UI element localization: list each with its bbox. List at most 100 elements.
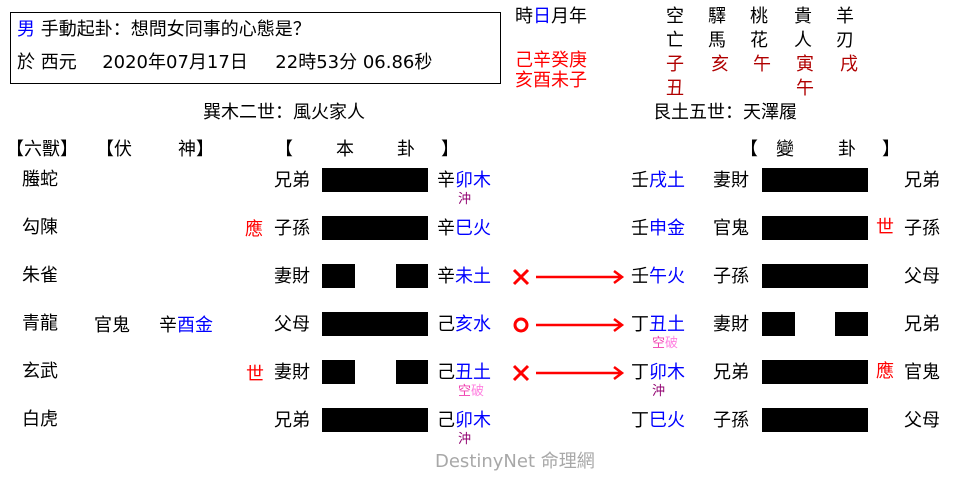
moving-yin-cross-arrow-icon: [512, 364, 625, 382]
branch: 申金: [649, 218, 685, 239]
question: 手動起卦：想問女同事的心態是？: [40, 19, 311, 40]
branch: 巳火: [455, 218, 491, 239]
time: 22時53分 06.86秒: [275, 52, 433, 73]
branch: 午火: [649, 266, 685, 287]
changed-najia-row-1: 壬戌土: [631, 172, 685, 190]
yang-line-changed-row-1: [762, 168, 868, 192]
header-biangua-close-mid2: 卦: [838, 139, 856, 160]
beast-row-4: 青龍: [22, 313, 58, 334]
gong-relation-row-2: 子孫: [904, 218, 940, 239]
yang-line-row-6: [322, 408, 428, 432]
changed-najia-row-4: 丁丑土: [631, 316, 685, 334]
changed-relation-row-6: 子孫: [713, 410, 749, 431]
shensha-yangren-title-bottom: 刃: [836, 30, 854, 51]
beast-row-5: 玄武: [22, 361, 58, 382]
gong-relation-row-5: 官鬼: [904, 362, 940, 383]
pillar-day: 日: [533, 6, 551, 27]
pillar-branches: 亥酉未子: [515, 70, 587, 91]
branch: 未土: [455, 266, 491, 287]
stem: 辛: [437, 218, 455, 239]
najia-row-6: 己卯木: [437, 412, 491, 430]
beast-row-2: 勾陳: [22, 217, 58, 238]
branch: 戌土: [649, 170, 685, 191]
branch: 丑土: [649, 314, 685, 335]
changed-gua-title: 艮土五世：天澤履: [653, 102, 797, 123]
relation-row-4: 父母: [274, 314, 310, 335]
shi-marker-changed-row-2: 世: [876, 217, 894, 238]
pillar-hour: 時: [515, 6, 533, 27]
header-fushen-open: 【伏: [96, 139, 132, 160]
shensha-yima-title-bottom: 馬: [708, 30, 726, 51]
header-biangua-mid1: 變: [776, 139, 794, 160]
moving-yang-circle-arrow-icon: [513, 317, 625, 333]
gong-relation-row-6: 父母: [904, 410, 940, 431]
gender: 男: [17, 19, 35, 40]
yin-line-left-row-5: [322, 360, 355, 384]
yin-line-right-changed-row-4: [835, 312, 868, 336]
changed-najia-row-5: 丁卯木: [631, 364, 685, 382]
stem: 丁: [631, 314, 649, 335]
yin-line-right-row-5: [396, 360, 428, 384]
shensha-kongwang-value: 丑: [666, 78, 684, 99]
fushen-najia-row-4: 辛酉金: [159, 317, 213, 335]
gong-relation-row-4: 兄弟: [904, 314, 940, 335]
shensha-guiren-value: 寅: [796, 54, 814, 75]
shensha-guiren-title-top: 貴: [794, 6, 812, 27]
date-prefix: 於 西元: [17, 52, 77, 73]
kong-mark: 空: [458, 384, 472, 399]
info-box: [10, 12, 501, 84]
relation-row-2: 子孫: [274, 218, 310, 239]
beast-row-6: 白虎: [22, 409, 58, 430]
yang-line-changed-row-2: [762, 216, 868, 240]
shensha-yangren-value: 戌: [840, 54, 858, 75]
stem: 己: [437, 314, 455, 335]
kongpo-note-row-5: 空破: [458, 385, 484, 398]
changed-relation-row-4: 妻財: [713, 314, 749, 335]
pillar-year: 年: [569, 6, 587, 27]
shensha-taohua-title-bottom: 花: [750, 30, 768, 51]
header-biangua-close: 】: [882, 139, 900, 160]
header-fushen-close: 神】: [178, 139, 214, 160]
stem: 壬: [631, 266, 649, 287]
stem: 壬: [631, 218, 649, 239]
relation-row-3: 妻財: [274, 266, 310, 287]
relation-row-5: 妻財: [274, 362, 310, 383]
relation-row-6: 兄弟: [274, 410, 310, 431]
fushen-relation-row-4: 官鬼: [94, 315, 130, 336]
shensha-yima-title-top: 驛: [708, 6, 726, 27]
stem: 辛: [159, 315, 177, 336]
date-line: 於 西元 2020年07月17日 22時53分 06.86秒: [17, 54, 432, 72]
branch: 巳火: [649, 410, 685, 431]
branch: 卯木: [649, 362, 685, 383]
stem: 辛: [437, 266, 455, 287]
branch: 亥水: [455, 314, 491, 335]
changed-relation-row-5: 兄弟: [713, 362, 749, 383]
shensha-kongwang-value: 子: [666, 54, 684, 75]
changed-najia-row-6: 丁巳火: [631, 412, 685, 430]
shi-marker-row-5: 世: [246, 364, 264, 385]
shensha-taohua-value: 午: [753, 54, 771, 75]
yin-line-left-row-3: [322, 264, 355, 288]
gong-relation-row-1: 兄弟: [904, 170, 940, 191]
moving-yin-cross-arrow-icon: [512, 268, 625, 286]
stem: 己: [437, 410, 455, 431]
changed-najia-row-3: 壬午火: [631, 268, 685, 286]
shensha-kongwang-title-bottom: 亡: [666, 30, 684, 51]
po-mark: 破: [471, 384, 485, 399]
ying-marker-changed-row-5: 應: [876, 361, 894, 382]
po-mark: 破: [665, 336, 679, 351]
shensha-kongwang-title-top: 空: [666, 6, 684, 27]
stem: 丁: [631, 362, 649, 383]
yang-line-changed-row-5: [762, 360, 868, 384]
branch: 酉金: [177, 315, 213, 336]
pillar-stems: 己辛癸庚: [515, 50, 587, 71]
header-bengua-open: 【: [275, 139, 293, 160]
changed-relation-row-1: 妻財: [713, 170, 749, 191]
shensha-taohua-title-top: 桃: [750, 6, 768, 27]
header-bengua-mid2: 卦: [397, 139, 415, 160]
ying-marker-row-2: 應: [245, 219, 263, 240]
najia-row-4: 己亥水: [437, 316, 491, 334]
yang-line-row-4: [322, 312, 428, 336]
chong-note-row-6: 沖: [458, 432, 472, 447]
yang-line-changed-row-3: [762, 264, 868, 288]
